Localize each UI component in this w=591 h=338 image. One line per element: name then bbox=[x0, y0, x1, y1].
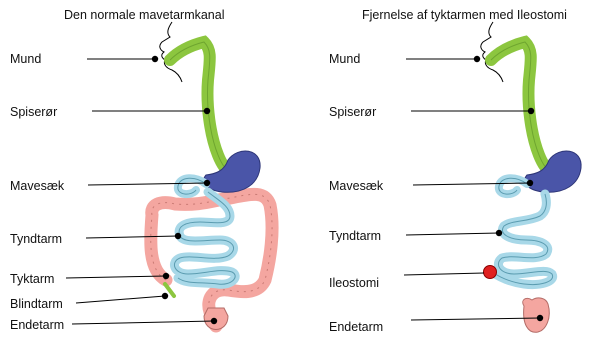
right-anatomy bbox=[481, 22, 581, 332]
ileostomy-stoma bbox=[484, 266, 497, 279]
stomach-right bbox=[525, 151, 581, 192]
rectum-right bbox=[523, 298, 550, 332]
esophagus-right bbox=[491, 42, 553, 175]
left-anatomy bbox=[151, 22, 272, 330]
stomach-left bbox=[204, 151, 260, 192]
esophagus-left bbox=[170, 42, 232, 175]
